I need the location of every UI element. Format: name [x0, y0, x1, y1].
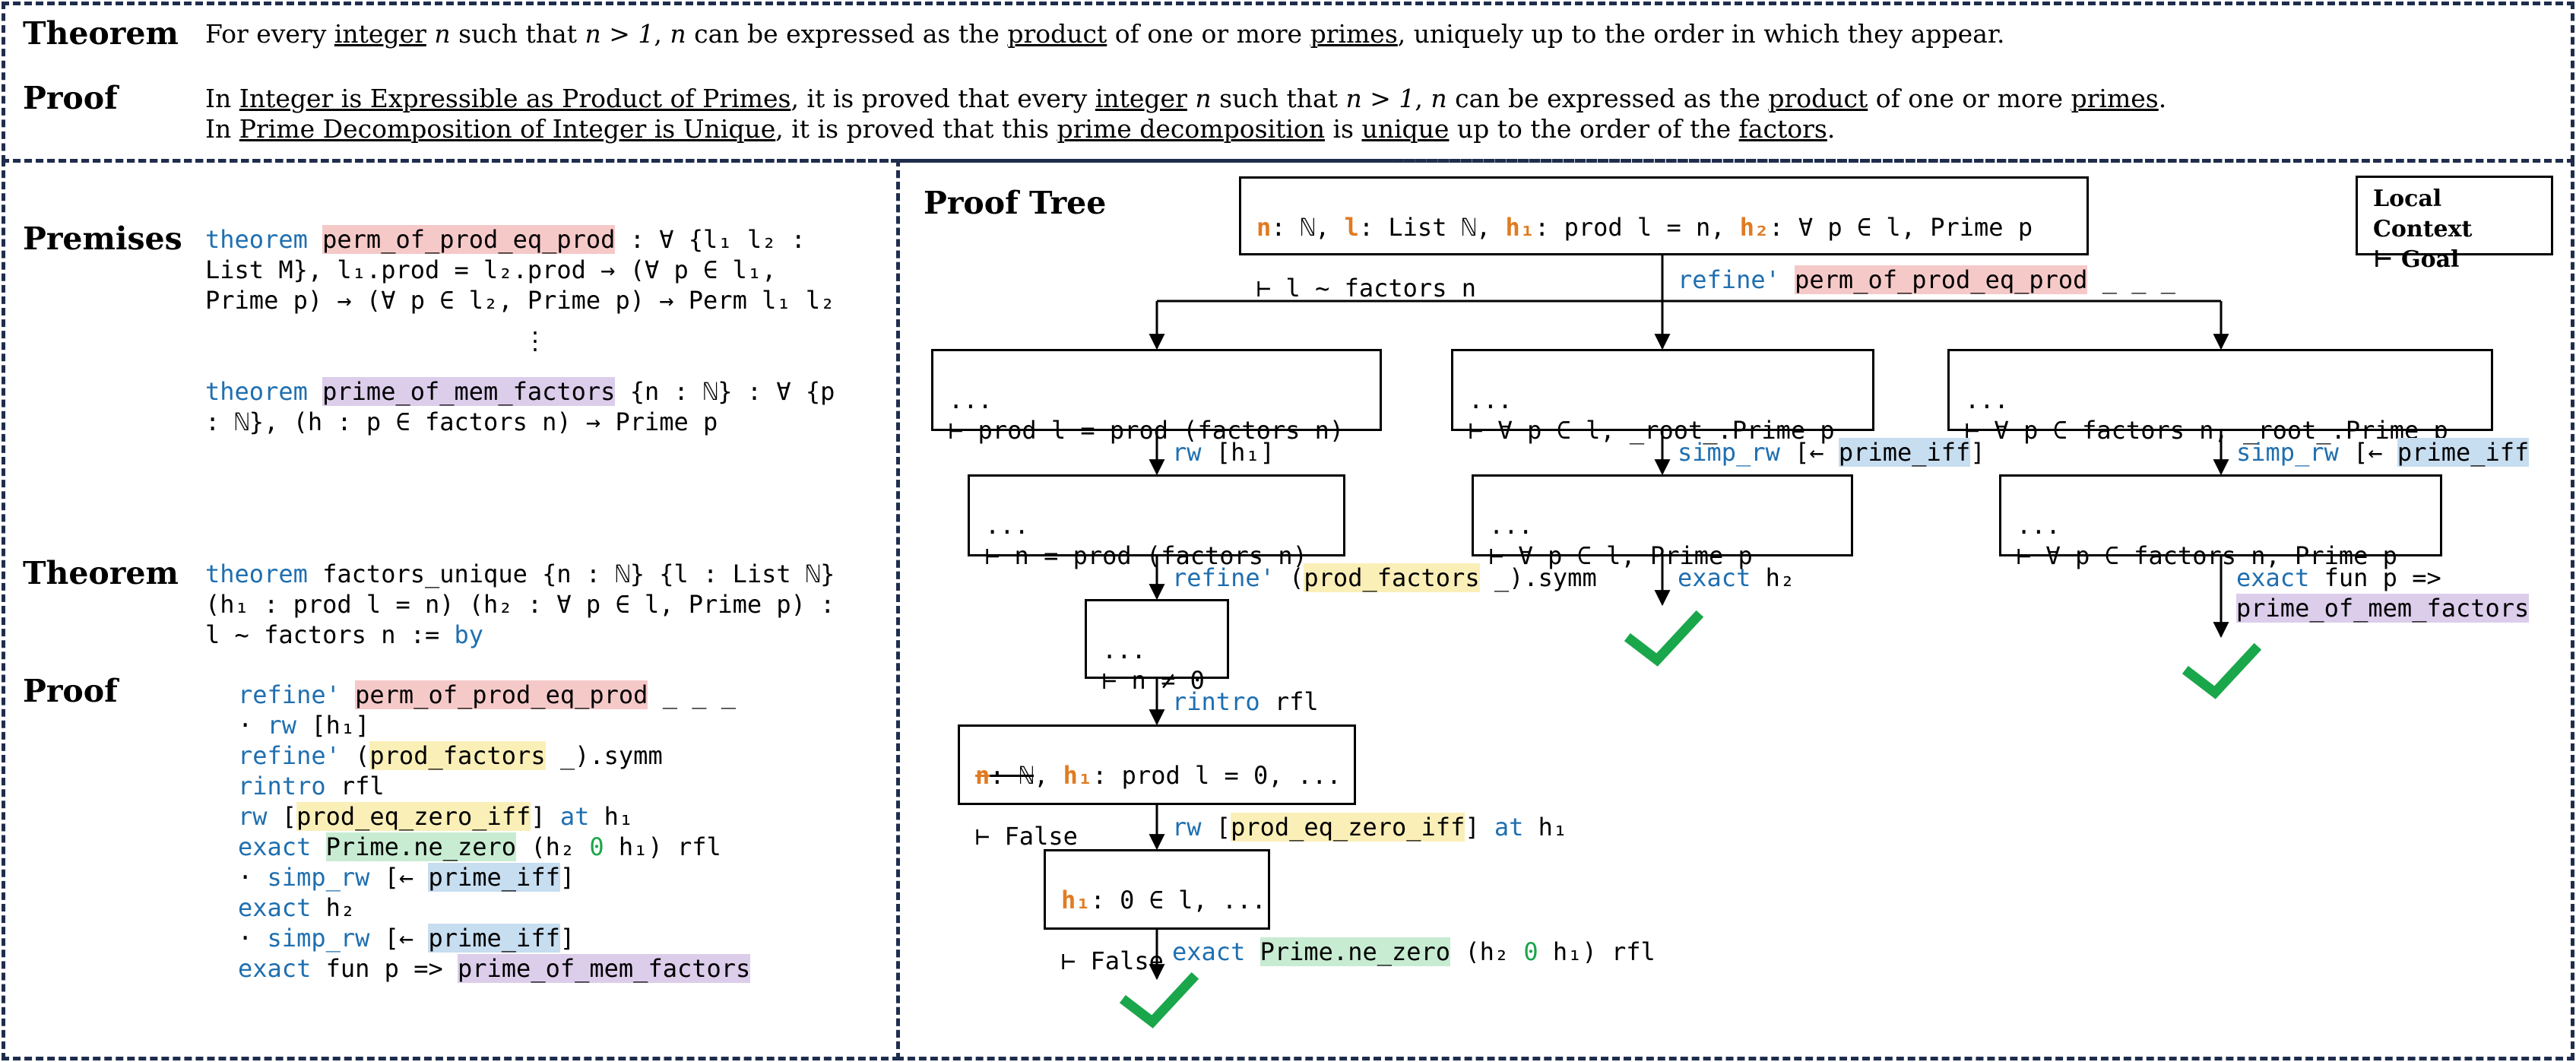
node-b1: ...⊢ prod l = prod (factors n) [931, 349, 1382, 445]
informal-proof-line-1: In Integer is Expressible as Product of … [205, 84, 2167, 113]
formal-theorem: theorem factors_unique {n : ℕ} {l : List… [205, 560, 835, 649]
check-icon-branch-3 [2182, 642, 2262, 699]
tactic-b1: rw [h₁] [1172, 438, 1275, 467]
legend-goal: ⊢ Goal [2373, 246, 2460, 273]
formal-proof-label: Proof [23, 673, 118, 709]
legend-local-context: Local Context [2373, 185, 2473, 243]
node-root: n: ℕ, l: List ℕ, h₁: prod l = n, h₂: ∀ p… [1239, 176, 2089, 303]
node-c1: ...⊢ n = prod (factors n) [968, 474, 1345, 570]
tactic-c1: refine' (prod_factors _).symm [1172, 563, 1597, 592]
node-e1: n: ℕ, h₁: prod l = 0, ... ⊢ False [958, 724, 1356, 851]
node-d1: ...⊢ n ≠ 0 [1085, 599, 1229, 695]
informal-theorem-label: Theorem [23, 15, 179, 52]
node-f1: h₁: 0 ∈ l, ... ⊢ False [1044, 849, 1270, 975]
proof-tree-panel [896, 159, 2574, 1060]
proof-tree-label: Proof Tree [924, 185, 1107, 221]
node-b2: ...⊢ ∀ p ∈ l, _root_.Prime p [1451, 349, 1874, 445]
premise-perm-of-prod-eq-prod: theorem perm_of_prod_eq_prod : ∀ {l₁ l₂ … [205, 225, 835, 315]
formal-theorem-label: Theorem [23, 555, 179, 591]
formal-proof-script: refine' perm_of_prod_eq_prod _ _ _ · rw … [238, 680, 751, 983]
tactic-b3: simp_rw [← prime_iff [2236, 438, 2530, 467]
premises-label: Premises [23, 220, 182, 257]
informal-theorem-text: For every integer n such that n > 1, n c… [205, 19, 2005, 49]
node-c2: ...⊢ ∀ p ∈ l, Prime p [1472, 474, 1853, 570]
check-icon-branch-1 [1119, 972, 1199, 1029]
premise-prime-of-mem-factors: theorem prime_of_mem_factors {n : ℕ} : ∀… [205, 377, 835, 436]
node-b3: ...⊢ ∀ p ∈ factors n, _root_.Prime p [1947, 349, 2493, 445]
tactic-c3: exact fun p =>prime_of_mem_factors [2236, 563, 2530, 623]
node-c3: ...⊢ ∀ p ∈ factors n, Prime p [1999, 474, 2442, 570]
legend-box: Local Context ⊢ Goal [2356, 176, 2553, 273]
tactic-d1: rintro rfl [1172, 687, 1319, 716]
informal-proof-line-2: In Prime Decomposition of Integer is Uni… [205, 114, 1836, 144]
tactic-e1: rw [prod_eq_zero_iff] at h₁ [1172, 813, 1568, 842]
tactic-f1: exact Prime.ne_zero (h₂ 0 h₁) rfl [1172, 937, 1656, 966]
tactic-c2: exact h₂ [1678, 563, 1795, 592]
informal-proof-label: Proof [23, 80, 118, 116]
premises-ellipsis: ⋮ [523, 326, 547, 355]
tactic-b2: simp_rw [← prime_iff] [1678, 438, 1985, 467]
tactic-root: refine' perm_of_prod_eq_prod _ _ _ [1678, 265, 2176, 294]
check-icon-branch-2 [1624, 610, 1704, 667]
